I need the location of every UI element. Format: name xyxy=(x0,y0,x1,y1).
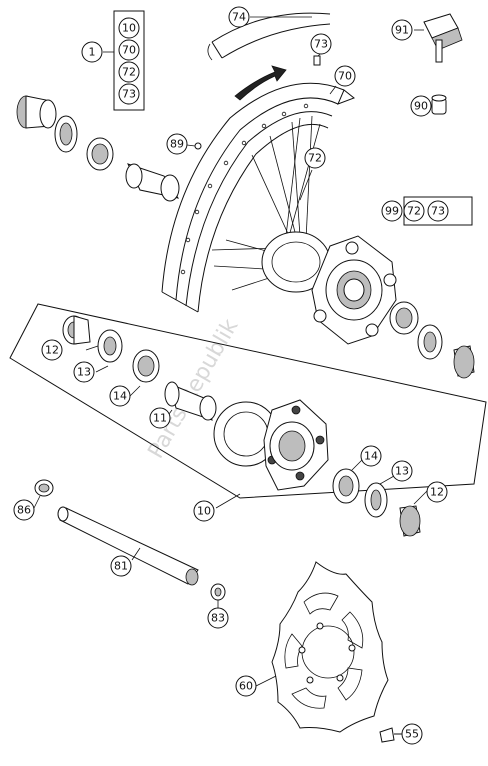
callout-circle-c13a xyxy=(73,361,95,383)
callout-circle-c72b xyxy=(304,147,326,169)
bolt-55 xyxy=(379,727,404,743)
callout-label-c83: 83 xyxy=(211,612,225,625)
callout-circle-c10a xyxy=(118,17,140,39)
nipple-73 xyxy=(313,55,321,66)
callout-circle-c83 xyxy=(207,607,229,629)
brake-disc-60 xyxy=(271,561,389,733)
callout-label-c14b: 14 xyxy=(364,450,378,463)
callout-circle-c72a xyxy=(118,61,140,83)
callout-label-c10a: 10 xyxy=(122,22,136,35)
axle-nut-86 xyxy=(34,479,54,497)
callout-circle-c12b xyxy=(426,481,448,503)
callout-label-c89: 89 xyxy=(170,138,184,151)
callout-circle-c73a xyxy=(118,83,140,105)
callout-circle-c60 xyxy=(235,675,257,697)
callout-label-c70a: 70 xyxy=(122,44,136,57)
callout-label-c99: 99 xyxy=(385,205,399,218)
callout-label-c12b: 12 xyxy=(430,486,444,499)
left-bearing-set xyxy=(16,95,180,202)
callout-label-c55: 55 xyxy=(405,728,419,741)
callout-circle-c10b xyxy=(193,500,215,522)
callout-label-c91: 91 xyxy=(395,24,409,37)
callout-circle-c11 xyxy=(149,407,171,429)
callout-label-c73b: 73 xyxy=(314,38,328,51)
callout-label-c70b: 70 xyxy=(338,70,352,83)
callout-circle-c99 xyxy=(381,200,403,222)
wheel-rim xyxy=(161,82,355,313)
wheel-hub-top xyxy=(261,231,397,345)
callout-label-c86: 86 xyxy=(17,504,31,517)
callout-label-c73a: 73 xyxy=(122,88,136,101)
callout-circle-c74 xyxy=(228,6,250,28)
callout-label-c72a: 72 xyxy=(122,66,136,79)
spacer-90 xyxy=(431,94,447,115)
callout-circle-c14a xyxy=(109,385,131,407)
callout-circle-c70a xyxy=(118,39,140,61)
right-bearing-set xyxy=(389,301,475,379)
axle-81 xyxy=(57,506,199,586)
callout-circle-c14b xyxy=(360,445,382,467)
callout-label-c13a: 13 xyxy=(77,366,91,379)
callout-circle-c81 xyxy=(110,555,132,577)
callout-label-c14a: 14 xyxy=(113,390,127,403)
callout-label-c10b: 10 xyxy=(197,505,211,518)
callout-circle-c72c xyxy=(403,200,425,222)
rim-tape-74 xyxy=(207,12,331,61)
callout-label-c73c: 73 xyxy=(431,205,445,218)
callout-circle-c1 xyxy=(81,41,103,63)
callout-label-c72c: 72 xyxy=(407,205,421,218)
callout-circle-c12a xyxy=(41,339,63,361)
callout-label-c72b: 72 xyxy=(308,152,322,165)
direction-arrow xyxy=(234,65,287,101)
hub-assembly-parts xyxy=(62,315,421,537)
callout-circle-c73b xyxy=(310,33,332,55)
callout-label-c74: 74 xyxy=(232,11,246,24)
nut-83 xyxy=(210,583,226,601)
callout-label-c11: 11 xyxy=(153,412,167,425)
callout-circle-c55 xyxy=(401,723,423,745)
callout-circle-c86 xyxy=(13,499,35,521)
callout-label-c81: 81 xyxy=(114,560,128,573)
callout-label-c90: 90 xyxy=(414,100,428,113)
callout-label-c60: 60 xyxy=(239,680,253,693)
callout-circle-c91 xyxy=(391,19,413,41)
ball-89 xyxy=(194,142,202,150)
callout-circle-c70b xyxy=(334,65,356,87)
valve-91 xyxy=(423,13,463,63)
callout-label-c12a: 12 xyxy=(45,344,59,357)
callout-label-c13b: 13 xyxy=(395,465,409,478)
callout-circle-c13b xyxy=(391,460,413,482)
callout-circle-c89 xyxy=(166,133,188,155)
callout-circle-c73c xyxy=(427,200,449,222)
leader-lines xyxy=(33,16,432,735)
callout-circle-c90 xyxy=(410,95,432,117)
callout-label-c1: 1 xyxy=(89,46,96,59)
